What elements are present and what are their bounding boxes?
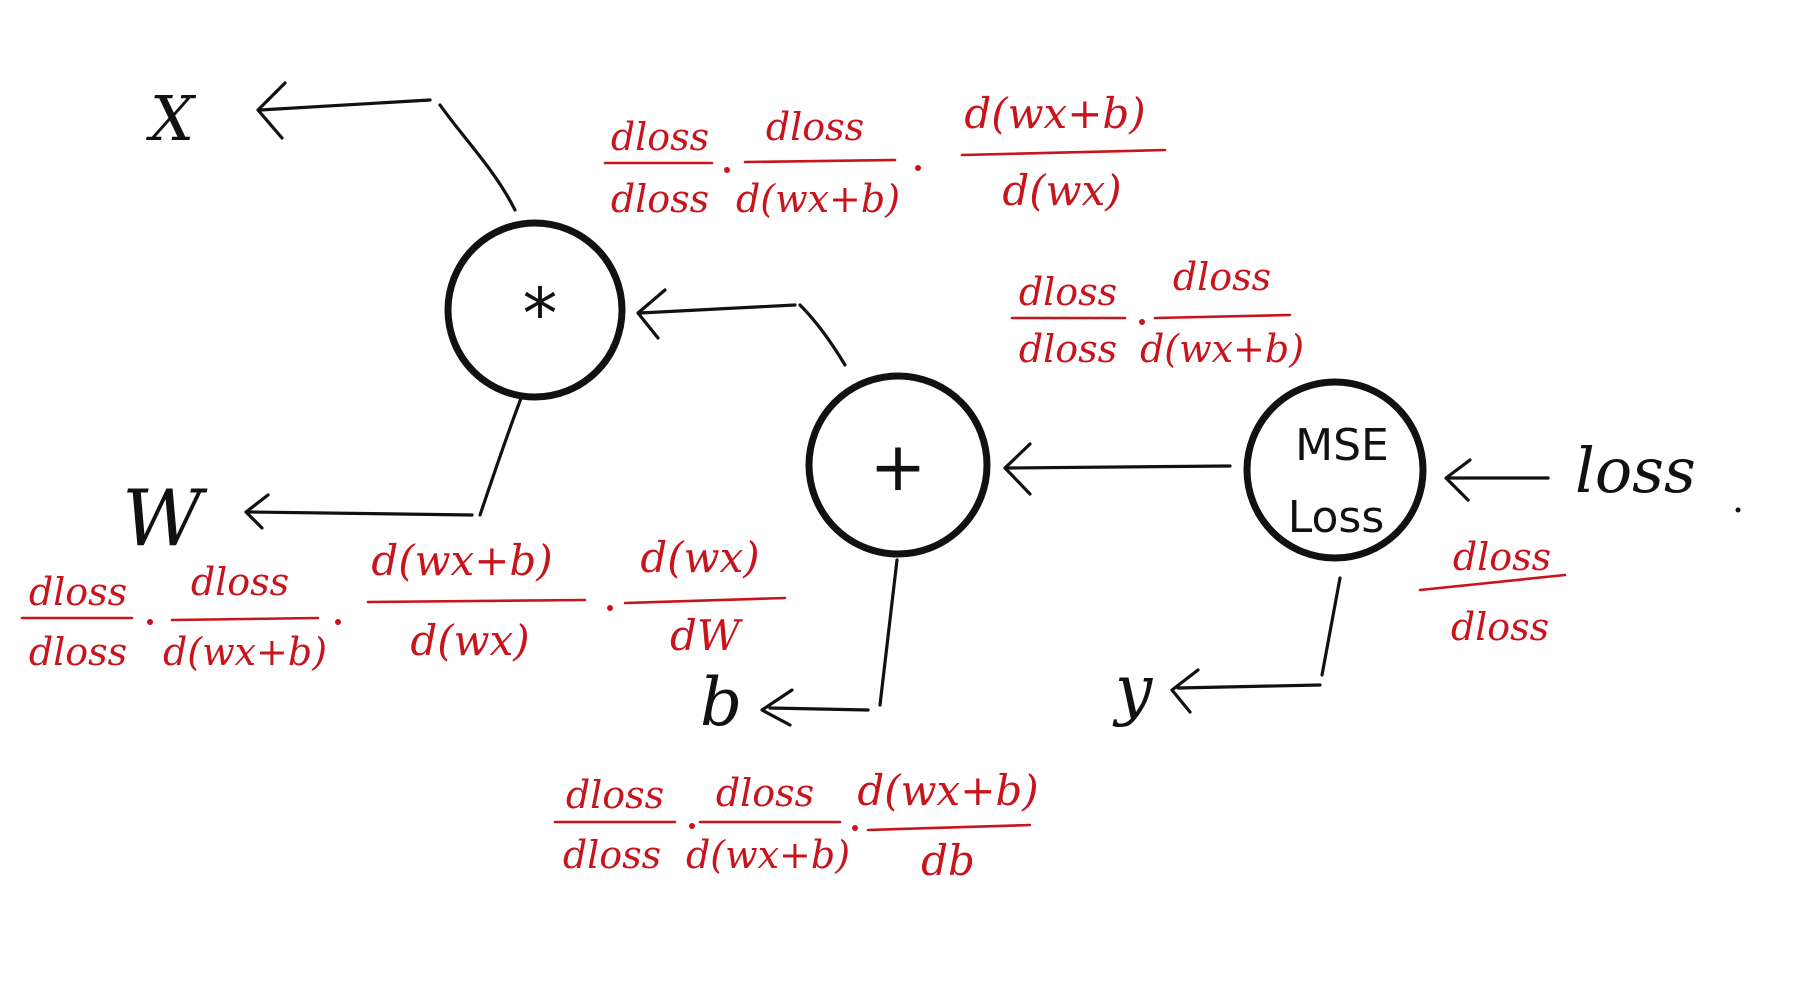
loss-label: loss: [1575, 434, 1696, 507]
b-dot-2: [852, 825, 858, 831]
add-node: +: [805, 372, 991, 558]
edge-add-to-mul: [798, 303, 847, 367]
arrowhead-x: [256, 81, 287, 140]
w-f2-bar: [170, 616, 320, 622]
edge-mul-to-w: [478, 391, 525, 517]
edge-mul-to-w-shaft: [248, 510, 474, 517]
trailing-dot: [1735, 507, 1741, 513]
w-dot-3: [607, 605, 613, 611]
mul-f3-den: d(wx): [1002, 166, 1121, 215]
b-dot-1: [689, 823, 695, 829]
edge-add-to-b-shaft: [768, 706, 870, 712]
multiply-symbol: *: [523, 273, 558, 355]
gradient-loss-self: dloss dloss: [1418, 535, 1567, 649]
mul-f2-num: dloss: [766, 105, 864, 149]
grad-loss-bar: [1418, 573, 1567, 592]
y-label: y: [1112, 651, 1153, 728]
w-f3-num: d(wx+b): [371, 536, 552, 585]
mse-loss-node: MSE Loss: [1243, 378, 1427, 562]
edge-mul-to-x-shaft: [258, 98, 432, 112]
w-f4-den: dW: [670, 611, 744, 660]
b-f2-den: d(wx+b): [686, 833, 850, 877]
edge-add-to-b: [878, 558, 899, 707]
mul-f3-num: d(wx+b): [964, 89, 1145, 138]
add-f1-num: dloss: [1019, 270, 1117, 314]
w-dot-1: [147, 619, 153, 625]
gradient-mul-output: dloss dloss dloss d(wx+b) d(wx+b) d(wx): [603, 89, 1167, 221]
arrowhead-y: [1170, 668, 1200, 714]
edge-mul-to-x: [438, 103, 517, 212]
mul-f1-den: dloss: [611, 177, 709, 221]
arrowhead-add: [1003, 442, 1032, 496]
add-f2-den: d(wx+b): [1140, 327, 1304, 371]
b-label: b: [700, 664, 742, 741]
w-f2-num: dloss: [191, 560, 289, 604]
add-f2-bar: [1153, 313, 1292, 320]
edge-mse-to-y-shaft: [1176, 683, 1322, 690]
loss-node-label: Loss: [1288, 492, 1385, 543]
gradient-w: dloss dloss dloss d(wx+b) d(wx+b) d(wx) …: [20, 533, 787, 674]
w-f2-den: d(wx+b): [163, 630, 327, 674]
w-f3-bar: [366, 598, 587, 604]
w-f3-den: d(wx): [410, 616, 529, 665]
b-f3-num: d(wx+b): [857, 766, 1038, 815]
arrowhead-w: [244, 493, 270, 530]
edge-add-to-mul-shaft: [638, 303, 797, 315]
mul-dot-1: [724, 167, 730, 173]
w-dot-2: [335, 619, 341, 625]
arrowhead-b: [760, 688, 794, 727]
grad-loss-num: dloss: [1453, 535, 1551, 579]
add-f2-num: dloss: [1173, 255, 1271, 299]
b-f2-num: dloss: [716, 771, 814, 815]
add-f1-den: dloss: [1019, 327, 1117, 371]
mul-f3-bar: [960, 148, 1167, 157]
b-f1-den: dloss: [563, 833, 661, 877]
mse-label: MSE: [1295, 420, 1389, 471]
edge-mse-to-y: [1320, 576, 1342, 677]
b-f3-den: db: [921, 836, 975, 885]
add-dot-1: [1139, 319, 1145, 325]
gradient-b: dloss dloss dloss d(wx+b) d(wx+b) db: [553, 766, 1039, 885]
mul-f2-den: d(wx+b): [736, 177, 900, 221]
multiply-node: *: [444, 219, 626, 401]
x-label: X: [146, 82, 197, 155]
mul-dot-2: [915, 165, 921, 171]
arrowhead-mse: [1444, 458, 1472, 502]
b-f3-bar: [866, 823, 1032, 832]
w-f1-den: dloss: [29, 630, 127, 674]
w-f4-bar: [623, 596, 787, 605]
edge-mse-to-add: [1006, 464, 1232, 470]
mul-f1-num: dloss: [611, 115, 709, 159]
b-f1-num: dloss: [566, 773, 664, 817]
w-label: W: [122, 474, 208, 564]
w-f4-num: d(wx): [640, 533, 759, 582]
mul-f2-bar: [743, 158, 897, 164]
arrowhead-mul: [636, 288, 667, 340]
gradient-add-output: dloss dloss dloss d(wx+b): [1010, 255, 1304, 371]
grad-loss-den: dloss: [1451, 605, 1549, 649]
add-symbol: +: [870, 428, 927, 507]
w-f1-num: dloss: [29, 570, 127, 614]
